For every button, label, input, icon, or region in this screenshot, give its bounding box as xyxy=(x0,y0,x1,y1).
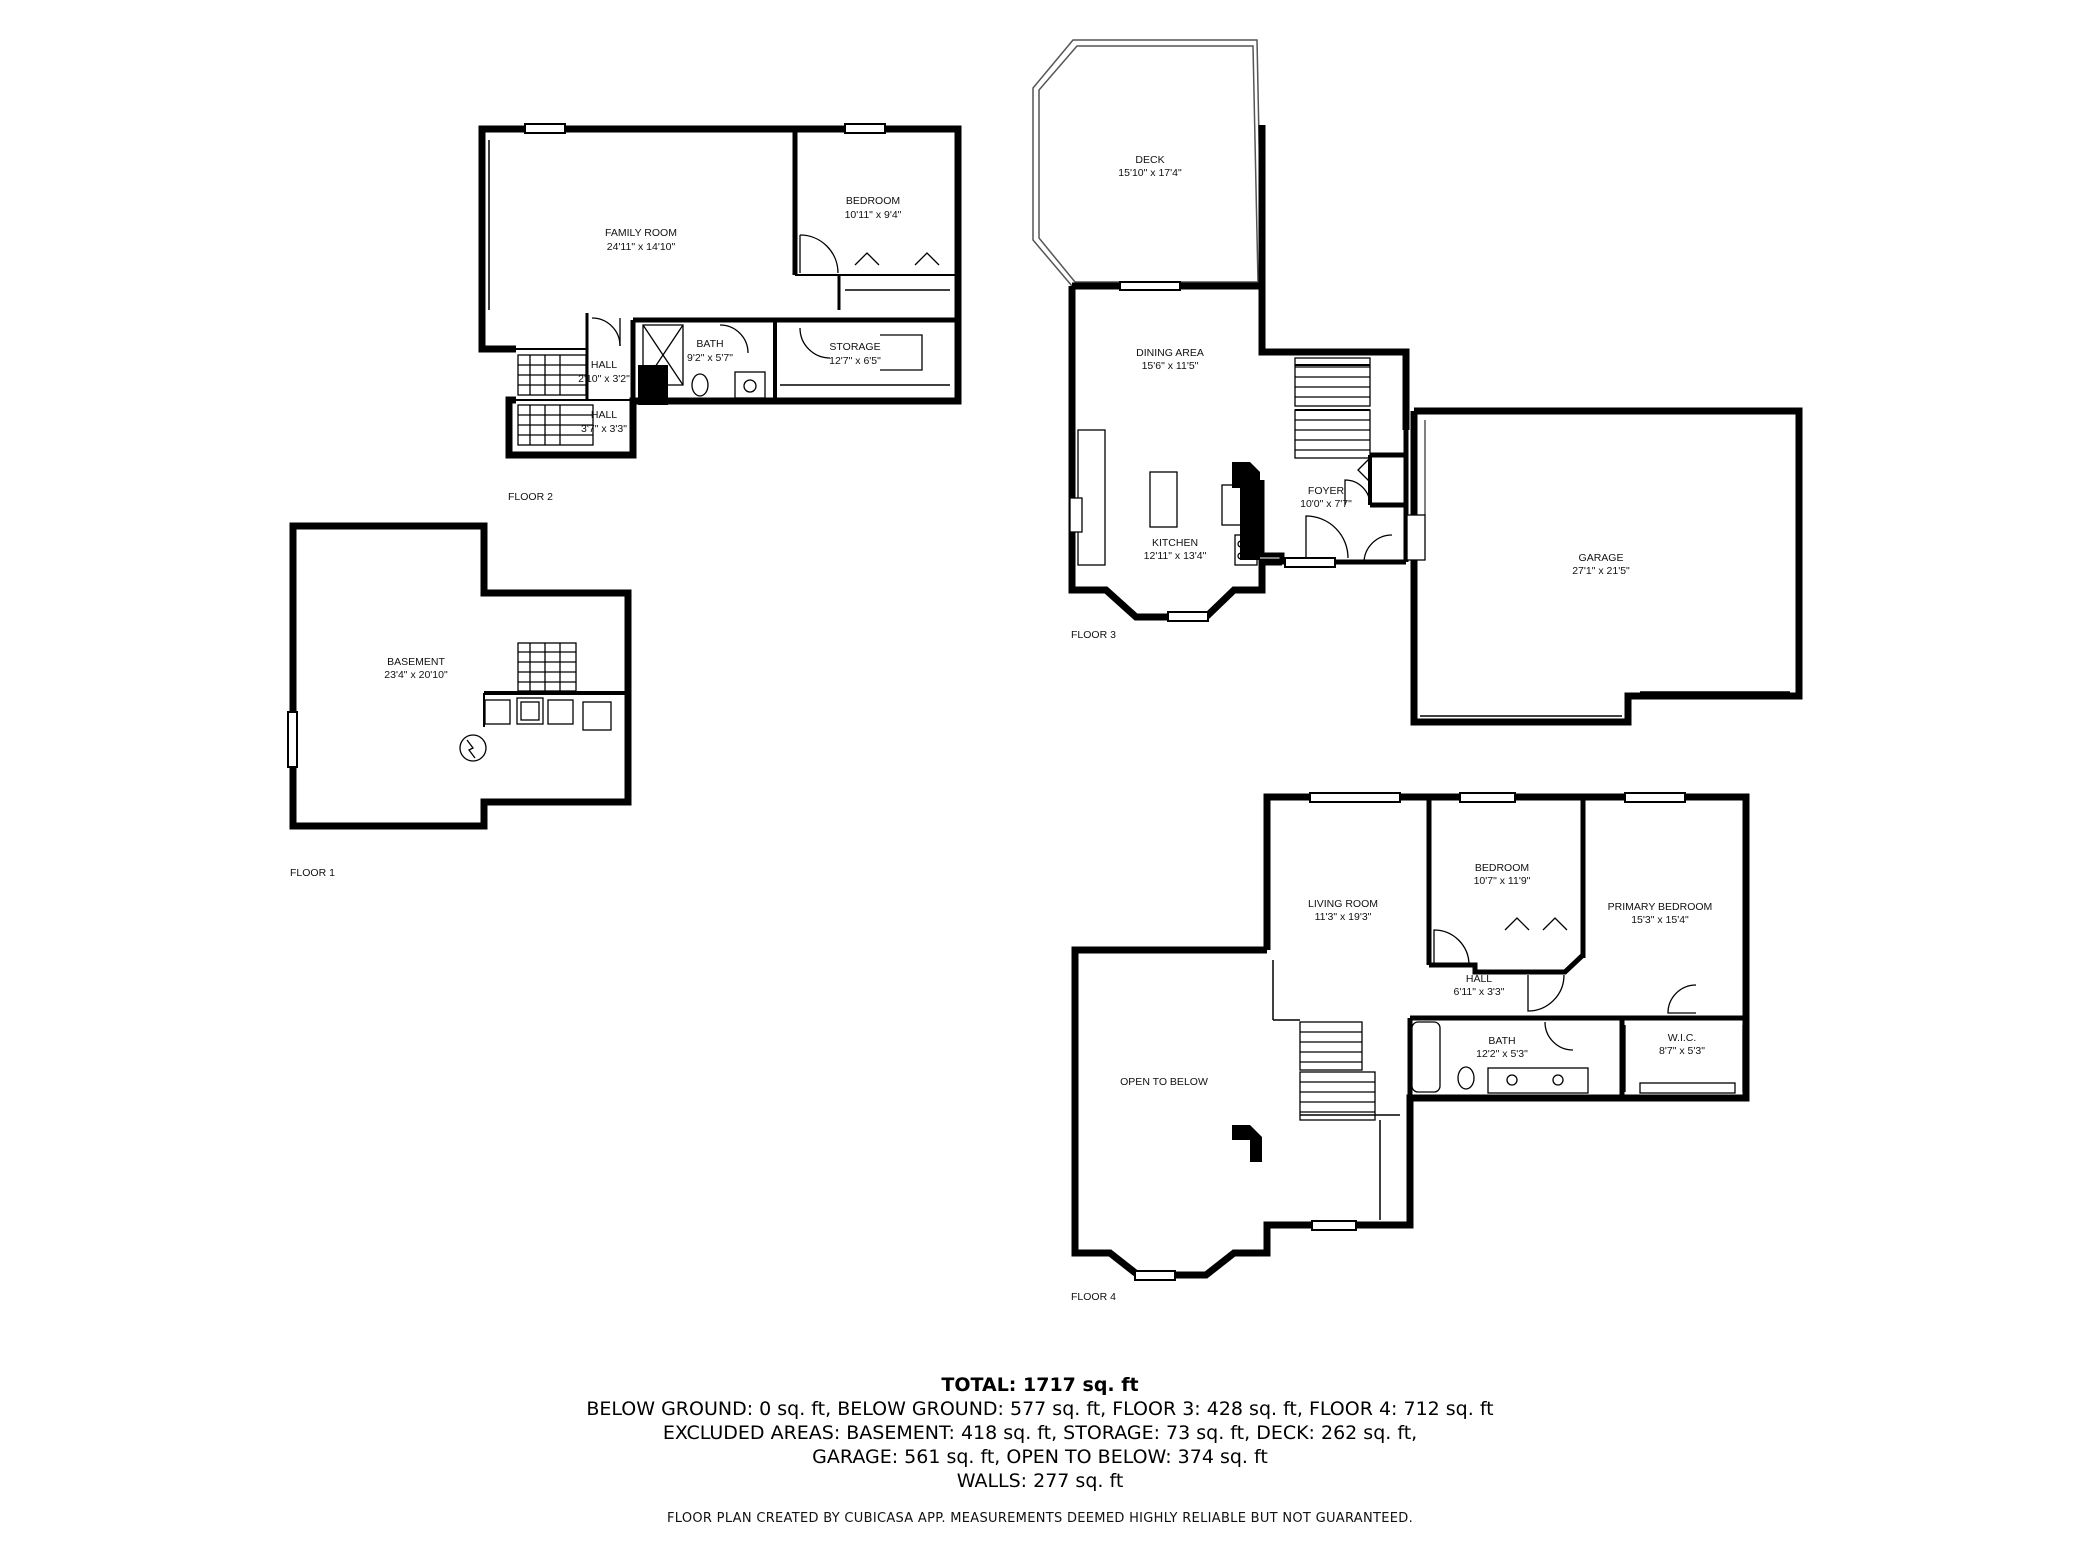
storage-dims: 12'7" x 6'5" xyxy=(829,355,881,367)
area-breakdown-line-4: WALLS: 277 sq. ft xyxy=(956,1470,1124,1492)
floor4-fireplace xyxy=(1232,1125,1262,1162)
hall-f4-label: HALL xyxy=(1466,973,1492,985)
floor4-stairs xyxy=(1299,1021,1376,1121)
open-to-below-label: OPEN TO BELOW xyxy=(1120,1076,1208,1088)
family-room-dims: 24'11" x 14'10" xyxy=(607,241,676,253)
basement-dims: 23'4" x 20'10" xyxy=(384,669,448,681)
living-room-dims: 11'3" x 19'3" xyxy=(1315,911,1372,923)
basement-label: BASEMENT xyxy=(387,656,445,668)
floor3-stairs xyxy=(1294,357,1371,459)
primary-bedroom-dims: 15'3" x 15'4" xyxy=(1631,914,1689,926)
floor2-label: FLOOR 2 xyxy=(508,491,553,503)
floor1-stairs xyxy=(517,642,577,692)
dining-area-label: DINING AREA xyxy=(1136,347,1204,359)
bath-f2-label: BATH xyxy=(696,338,723,350)
floor1-label: FLOOR 1 xyxy=(290,867,335,879)
hall-f2-b-label: HALL xyxy=(591,409,617,421)
hall-f2-a-label: HALL xyxy=(591,359,617,371)
total-area: TOTAL: 1717 sq. ft xyxy=(941,1374,1139,1396)
wic-label: W.I.C. xyxy=(1668,1032,1697,1044)
floor3-fireplace xyxy=(1232,462,1260,560)
bedroom-f4-label: BEDROOM xyxy=(1475,862,1529,874)
floor3-windows xyxy=(1119,281,1336,622)
kitchen-label: KITCHEN xyxy=(1152,537,1198,549)
foyer-label: FOYER xyxy=(1308,485,1345,497)
deck-dims: 15'10" x 17'4" xyxy=(1118,167,1182,179)
living-room-label: LIVING ROOM xyxy=(1308,898,1378,910)
floor1-window xyxy=(287,711,298,768)
wic-dims: 8'7" x 5'3" xyxy=(1659,1045,1705,1057)
area-breakdown-line-2: EXCLUDED AREAS: BASEMENT: 418 sq. ft, ST… xyxy=(662,1422,1418,1444)
area-breakdown-line-1: BELOW GROUND: 0 sq. ft, BELOW GROUND: 57… xyxy=(586,1398,1494,1420)
bedroom-f2-dims: 10'11" x 9'4" xyxy=(845,209,902,221)
bath-f4-dims: 12'2" x 5'3" xyxy=(1476,1048,1528,1060)
floor4-label: FLOOR 4 xyxy=(1071,1291,1116,1303)
bath-f2-dims: 9'2" x 5'7" xyxy=(687,352,733,364)
hall-f2-a-dims: 2'10" x 3'2" xyxy=(578,373,630,385)
garage-dims: 27'1" x 21'5" xyxy=(1572,565,1630,577)
floor2-chimney xyxy=(638,365,668,405)
floor2-walls xyxy=(478,125,962,459)
foyer-dims: 10'0" x 7'7" xyxy=(1300,498,1352,510)
floor2-windows xyxy=(524,123,886,134)
bath-f4-label: BATH xyxy=(1488,1035,1515,1047)
storage-label: STORAGE xyxy=(829,341,880,353)
floor3-walls xyxy=(1068,125,1410,621)
disclaimer: FLOOR PLAN CREATED BY CUBICASA APP. MEAS… xyxy=(667,1511,1413,1526)
area-summary: TOTAL: 1717 sq. ft BELOW GROUND: 0 sq. f… xyxy=(0,1373,2080,1493)
hall-f2-b-dims: 3'7" x 3'3" xyxy=(581,423,627,435)
floor1-walls xyxy=(289,522,632,830)
kitchen-dims: 12'11" x 13'4" xyxy=(1144,550,1207,562)
area-breakdown-line-3: GARAGE: 561 sq. ft, OPEN TO BELOW: 374 s… xyxy=(812,1446,1268,1468)
bedroom-f2-label: BEDROOM xyxy=(846,195,900,207)
floor3-label: FLOOR 3 xyxy=(1071,629,1116,641)
family-room-label: FAMILY ROOM xyxy=(605,227,677,239)
primary-bedroom-label: PRIMARY BEDROOM xyxy=(1608,901,1713,913)
hall-f4-dims: 6'11" x 3'3" xyxy=(1454,986,1505,998)
floor4-walls xyxy=(1071,793,1750,1279)
bedroom-f4-dims: 10'7" x 11'9" xyxy=(1474,875,1531,887)
floor1-fixtures xyxy=(459,697,612,762)
floor2-stairs xyxy=(517,354,594,446)
deck-label: DECK xyxy=(1135,154,1164,166)
garage-walls xyxy=(1406,407,1803,726)
garage-label: GARAGE xyxy=(1579,552,1624,564)
floor4-doors-fixtures xyxy=(1411,917,1744,1094)
dining-area-dims: 15'6" x 11'5" xyxy=(1142,360,1199,372)
floor4-windows xyxy=(1134,792,1686,1281)
